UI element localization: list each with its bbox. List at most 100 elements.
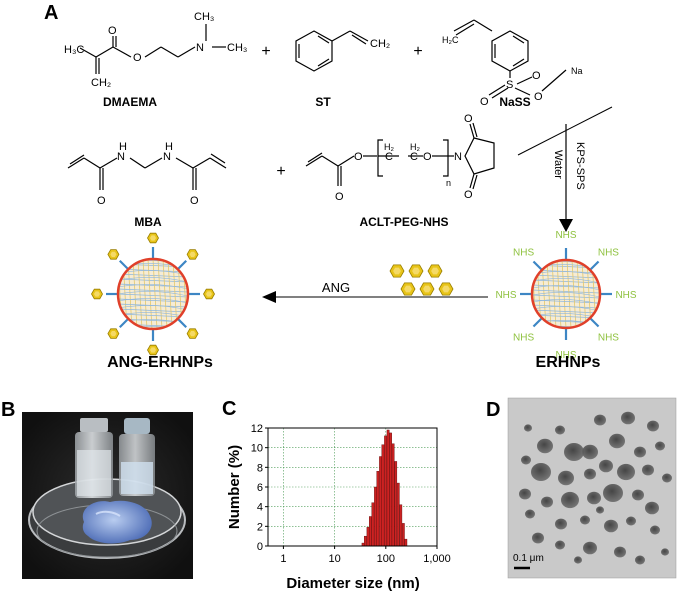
dmaema-n: N [196, 42, 204, 54]
tem-scale-label: 0.1 μm [513, 553, 544, 564]
tem-particle [604, 519, 618, 533]
ang-peptide-cluster [389, 264, 454, 296]
panel-label-d: D [486, 399, 500, 421]
peg-subscript-n: n [446, 178, 451, 188]
tem-particle [525, 509, 535, 519]
nhs-group-label: NHS [495, 290, 516, 301]
erhnps-label: ERHNPs [536, 354, 601, 371]
nass-structure [453, 19, 567, 99]
tem-particle [532, 532, 544, 544]
tem-particle [635, 555, 645, 565]
tem-particle [580, 515, 590, 525]
tem-particle [645, 501, 659, 515]
chart-bar [369, 516, 372, 547]
ang-arrow-label: ANG [322, 280, 350, 295]
peg-c-1: C [385, 151, 393, 163]
tem-particle [617, 463, 635, 481]
tem-particle [521, 455, 531, 465]
chart-bar [364, 535, 367, 547]
peg-h2-2: H₂ [410, 142, 420, 152]
hydrogel-photo [22, 412, 193, 579]
tem-particle [524, 424, 532, 432]
tem-particle [621, 411, 635, 425]
plus-sign-2: + [413, 43, 422, 60]
ang-erhnps-particle [91, 232, 215, 356]
chart-bar [396, 482, 400, 547]
chart-xlabel: Diameter size (nm) [286, 575, 419, 592]
tem-particle [647, 420, 659, 432]
tem-particle [555, 425, 565, 435]
tem-particle [555, 540, 565, 550]
mba-o-1: O [97, 195, 106, 207]
dmaema-carbonyl-o: O [108, 25, 117, 37]
tem-particle [594, 414, 606, 426]
chart-bar [391, 443, 395, 547]
dmaema-structure [79, 24, 226, 74]
nhs-group-label: NHS [615, 290, 636, 301]
tem-particle [537, 438, 553, 454]
chart-bar [386, 429, 390, 547]
panel-label-c: C [222, 398, 236, 420]
tem-particle [574, 556, 582, 564]
chart-xtick-label: 10 [328, 553, 340, 565]
tem-particle [564, 443, 584, 461]
chart-xtick-label: 100 [377, 553, 395, 565]
mba-h-1: H [119, 141, 127, 153]
aclt-o-carbonyl: O [335, 191, 344, 203]
mba-structure [67, 153, 227, 190]
chart-ytick-label: 6 [257, 482, 263, 494]
styrene-structure [295, 30, 369, 72]
tem-particle [634, 446, 646, 458]
aclt-peg-nhs-label: ACLT-PEG-NHS [359, 215, 448, 229]
chart-grid [268, 427, 438, 547]
ang-ligands [91, 232, 215, 356]
aclt-o-ester: O [354, 151, 363, 163]
chart-bar [404, 538, 408, 547]
tem-particle [642, 464, 654, 476]
tem-particle [655, 441, 665, 451]
ang-conjugation-arrow [262, 291, 488, 303]
nhs-n: N [454, 151, 462, 163]
dmaema-n-methyl-2: CH₃ [227, 42, 247, 54]
chart-xtick-label: 1,000 [423, 553, 451, 565]
nhs-group-label: NHS [555, 230, 576, 241]
tem-particle [555, 518, 567, 530]
plus-sign-3: + [276, 163, 285, 180]
aclt-peg-nhs-structure [305, 122, 495, 190]
nass-o-1: O [532, 70, 541, 82]
peg-o: O [423, 151, 432, 163]
tem-particle [584, 468, 596, 480]
nhs-group-label: NHS [513, 248, 534, 259]
styrene-ch2: CH₂ [370, 38, 390, 50]
tem-particle [632, 489, 644, 501]
nass-o-2: O [480, 96, 489, 108]
dmaema-vinylidene: CH₂ [91, 77, 111, 89]
tem-particle [614, 546, 626, 558]
tem-particle [541, 496, 553, 508]
panel-label-b: B [1, 399, 15, 421]
tem-particle [531, 463, 551, 481]
nhs-group-label: NHS [513, 332, 534, 343]
chart-bar [376, 471, 380, 547]
tem-particle [587, 491, 601, 505]
tem-particle [583, 541, 597, 555]
tem-particle [519, 488, 531, 500]
nass-h2c: H₂C [442, 35, 459, 45]
tem-particle [582, 444, 598, 460]
ang-erhnps-label: ANG-ERHNPs [107, 354, 213, 371]
chart-ytick-label: 2 [257, 521, 263, 533]
mba-n-1: N [117, 151, 125, 163]
tem-particle [558, 470, 574, 486]
chart-ytick-label: 8 [257, 462, 263, 474]
nhs-group-label: NHS [598, 248, 619, 259]
nass-label: NaSS [499, 95, 530, 109]
tem-micrograph [507, 397, 677, 579]
tem-particle [650, 525, 660, 535]
tem-particle [609, 433, 625, 449]
nhs-group-label: NHS [555, 350, 576, 361]
chart-bar [371, 502, 375, 547]
